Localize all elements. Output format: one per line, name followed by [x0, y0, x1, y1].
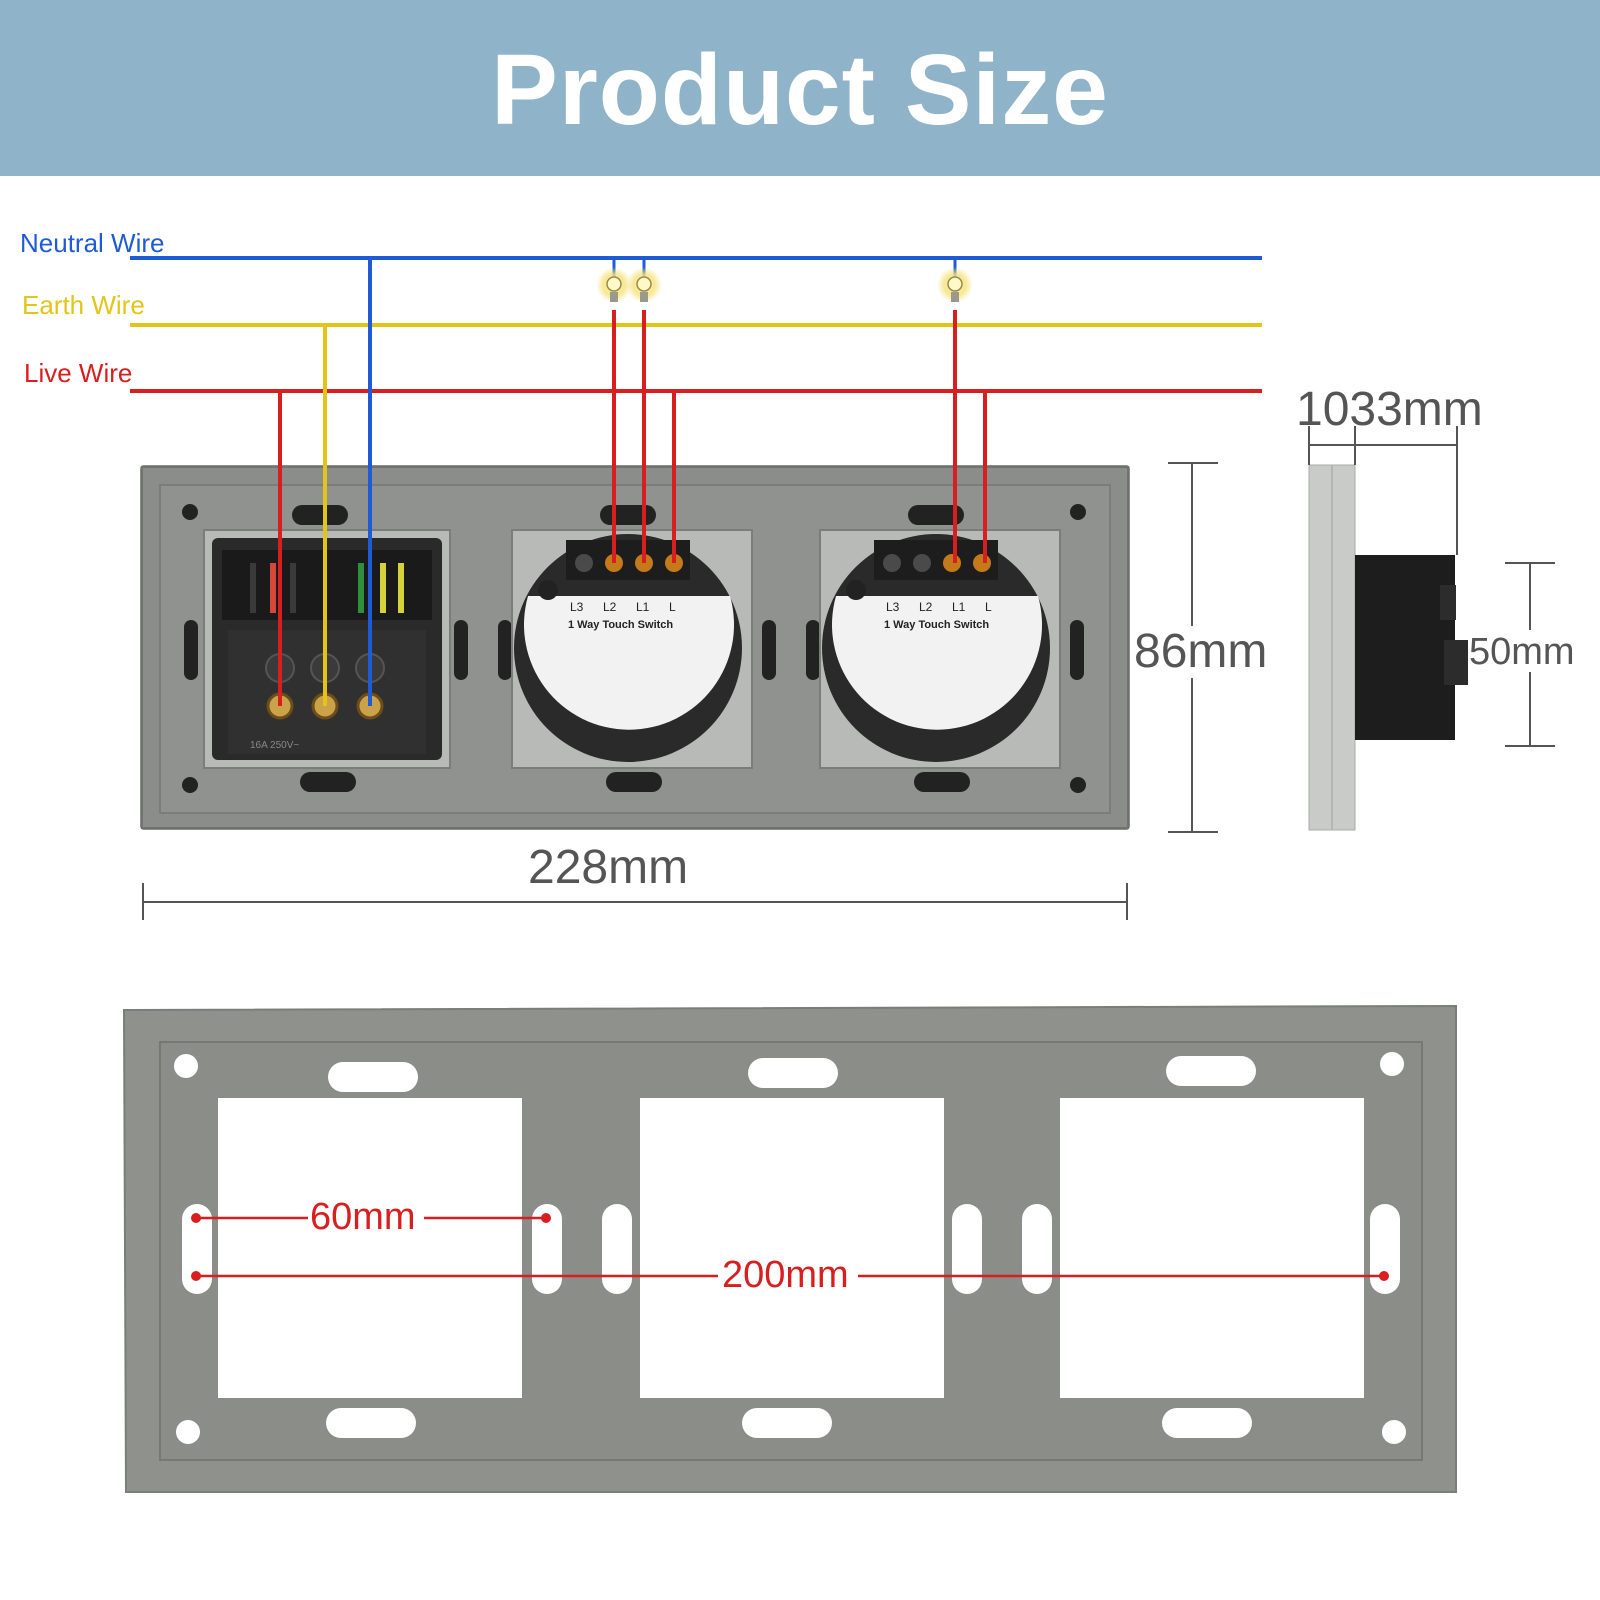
switch-2-terminal-l1: L1 [952, 600, 966, 614]
switch-1-terminal-l3: L3 [570, 600, 584, 614]
switch-1-terminal-l2: L2 [603, 600, 617, 614]
switch-2-title: 1 Way Touch Switch [884, 619, 989, 631]
lamp-icon-2 [626, 267, 662, 303]
switch-2-terminal-l2: L2 [919, 600, 933, 614]
height-dimension-label: 86mm [1134, 625, 1268, 678]
lamp-icon-3 [937, 267, 973, 303]
side-view [1308, 464, 1468, 831]
neutral-wire-label: Neutral Wire [20, 228, 165, 258]
depth-dimension-label: 1033mm [1296, 383, 1483, 436]
lamp-icon-1 [596, 267, 632, 303]
depth-dimension [1308, 426, 1458, 555]
live-wire-label: Live Wire [24, 358, 133, 388]
frame-gap-measure [191, 1213, 551, 1223]
switch-1-terminal-l: L [669, 600, 676, 614]
frame-span-label: 200mm [722, 1254, 849, 1296]
module-depth-dimension-label: 50mm [1469, 631, 1575, 673]
switch-1-terminal-l1: L1 [636, 600, 650, 614]
module-depth-dimension [1505, 562, 1555, 747]
switch-module-1 [511, 529, 753, 769]
socket-marking: 16A 250V~ [250, 740, 299, 751]
width-dimension [142, 883, 1128, 920]
switch-2-terminal-l: L [985, 600, 992, 614]
frame-span-measure [191, 1271, 1389, 1281]
switch-2-terminal-l3: L3 [886, 600, 900, 614]
earth-wire-label: Earth Wire [22, 290, 145, 320]
height-dimension [1168, 462, 1218, 833]
switch-module-2 [819, 529, 1061, 769]
switch-1-title: 1 Way Touch Switch [568, 619, 673, 631]
frame-gap-label: 60mm [310, 1196, 416, 1238]
width-dimension-label: 228mm [528, 841, 689, 894]
mounting-frame [122, 1004, 1457, 1493]
header-banner: Product Size [0, 0, 1600, 176]
page-title: Product Size [491, 34, 1109, 146]
